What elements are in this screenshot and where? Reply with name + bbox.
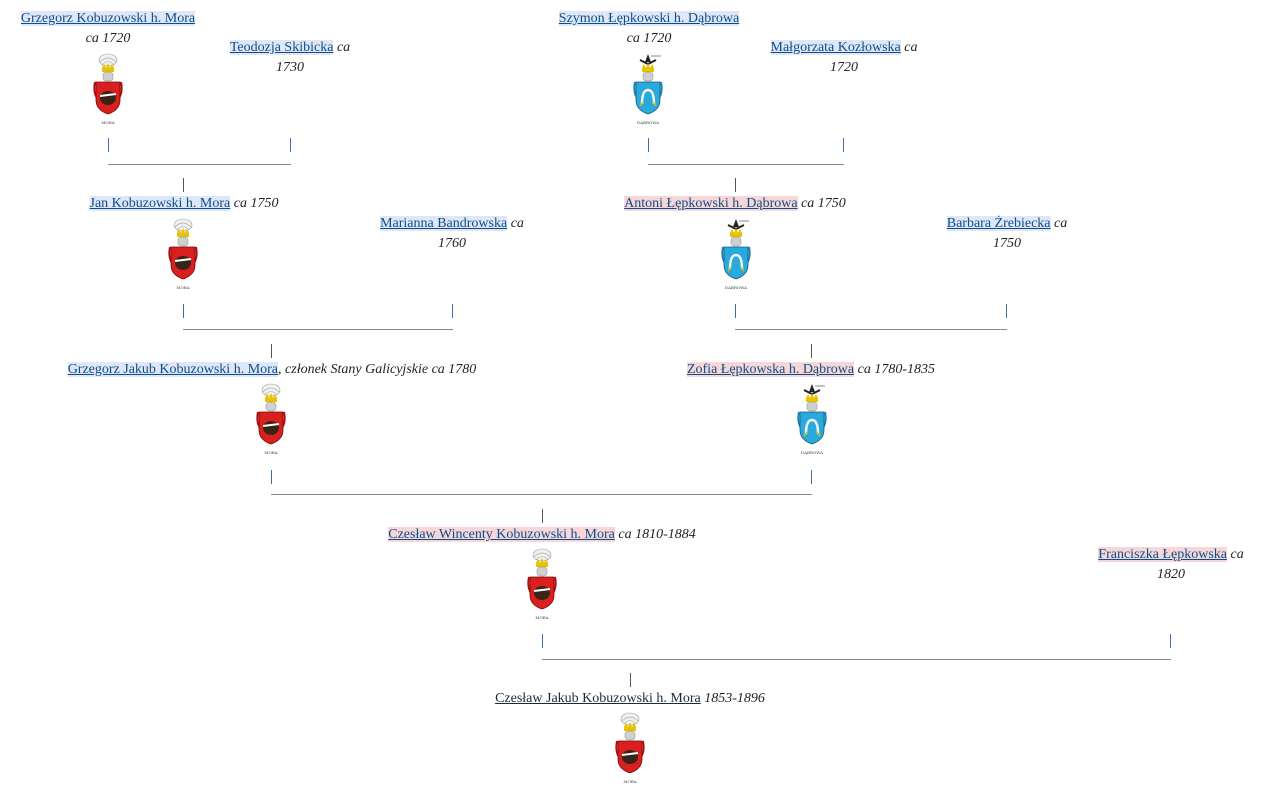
connector-tick (183, 304, 184, 318)
person-dates: ca (1054, 216, 1068, 231)
person-link[interactable]: Marianna Bandrowska (380, 216, 508, 231)
connector-stem (542, 509, 543, 523)
connector-tick (452, 304, 453, 318)
person-dates: ca (1230, 547, 1244, 562)
connector-stem (811, 344, 812, 358)
person-dates: 1720 (830, 60, 858, 75)
person-link[interactable]: Szymon Łępkowski h. Dąbrowa (558, 11, 740, 26)
connector-tick (108, 138, 109, 152)
person-link[interactable]: Zofia Łępkowska h. Dąbrowa (686, 362, 855, 377)
person-dates: ca 1780-1835 (857, 362, 936, 377)
connector-line (108, 164, 291, 165)
mora-crest-icon (91, 52, 125, 128)
person-dates: 1760 (438, 236, 466, 251)
connector-stem (630, 673, 631, 687)
person-barbara-zrebiecka: Barbara Żrebiecka ca 1750 (932, 214, 1082, 254)
person-dates: ca (510, 216, 524, 231)
person-marianna-bandrowska: Marianna Bandrowska ca 1760 (366, 214, 538, 254)
person-czeslaw-wincenty-kobuzowski: Czesław Wincenty Kobuzowski h. Mora ca 1… (364, 525, 720, 545)
dabrowa-crest-icon (719, 217, 753, 293)
person-szymon-lepkowski: Szymon Łępkowski h. Dąbrowa ca 1720 (544, 9, 754, 49)
person-link[interactable]: Barbara Żrebiecka (946, 216, 1051, 231)
person-link[interactable]: Grzegorz Jakub Kobuzowski h. Mora (67, 362, 279, 377)
person-dates: ca (336, 40, 351, 55)
person-jan-kobuzowski: Jan Kobuzowski h. Mora ca 1750 (70, 194, 298, 214)
connector-line (735, 329, 1007, 330)
mora-crest-icon (525, 547, 559, 623)
connector-tick (271, 470, 272, 484)
person-grzegorz-kobuzowski: Grzegorz Kobuzowski h. Mora ca 1720 (8, 9, 208, 49)
person-dates: 1853-1896 (704, 691, 765, 706)
connector-tick (1170, 634, 1171, 648)
connector-tick (843, 138, 844, 152)
person-zofia-lepkowska: Zofia Łępkowska h. Dąbrowa ca 1780-1835 (664, 360, 958, 380)
connector-tick (1006, 304, 1007, 318)
person-dates: ca 1810-1884 (618, 527, 696, 542)
dabrowa-crest-icon (631, 52, 665, 128)
connector-tick (542, 634, 543, 648)
person-dates: 1820 (1157, 567, 1185, 582)
person-link[interactable]: Grzegorz Kobuzowski h. Mora (20, 11, 196, 26)
person-antoni-lepkowski: Antoni Łępkowski h. Dąbrowa ca 1750 (606, 194, 864, 214)
person-link[interactable]: Franciszka Łępkowska (1098, 547, 1227, 562)
person-dates: , członek Stany Galicyjskie ca 1780 (278, 362, 477, 377)
connector-tick (648, 138, 649, 152)
person-link[interactable]: Antoni Łępkowski h. Dąbrowa (624, 196, 798, 211)
person-teodozja-skibicka: Teodozja Skibicka ca 1730 (218, 38, 362, 78)
person-dates: ca 1750 (233, 196, 279, 211)
person-link[interactable]: Jan Kobuzowski h. Mora (89, 196, 231, 211)
person-grzegorz-jakub-kobuzowski: Grzegorz Jakub Kobuzowski h. Mora, człon… (30, 360, 514, 380)
connector-stem (183, 178, 184, 192)
person-franciszka-lepkowska: Franciszka Łępkowska ca 1820 (1084, 545, 1258, 585)
connector-stem (271, 344, 272, 358)
person-dates: 1730 (276, 60, 304, 75)
connector-tick (811, 470, 812, 484)
person-link[interactable]: Teodozja Skibicka (229, 40, 334, 55)
person-dates: ca 1750 (801, 196, 846, 211)
person-dates: ca (904, 40, 918, 55)
mora-crest-icon (613, 711, 647, 787)
person-dates: ca 1720 (85, 31, 131, 46)
connector-stem (735, 178, 736, 192)
person-malgorzata-kozlowska: Małgorzata Kozłowska ca 1720 (756, 38, 932, 78)
connector-tick (735, 304, 736, 318)
person-dates: 1750 (993, 236, 1021, 251)
person-link[interactable]: Czesław Jakub Kobuzowski h. Mora (495, 691, 701, 706)
person-dates: ca 1720 (626, 31, 672, 46)
connector-line (648, 164, 844, 165)
connector-line (271, 494, 812, 495)
person-link[interactable]: Czesław Wincenty Kobuzowski h. Mora (388, 527, 615, 542)
connector-line (183, 329, 453, 330)
mora-crest-icon (254, 382, 288, 458)
connector-line (542, 659, 1171, 660)
person-czeslaw-jakub-kobuzowski: Czesław Jakub Kobuzowski h. Mora 1853-18… (470, 689, 790, 709)
mora-crest-icon (166, 217, 200, 293)
person-link[interactable]: Małgorzata Kozłowska (770, 40, 901, 55)
dabrowa-crest-icon (795, 382, 829, 458)
connector-tick (290, 138, 291, 152)
